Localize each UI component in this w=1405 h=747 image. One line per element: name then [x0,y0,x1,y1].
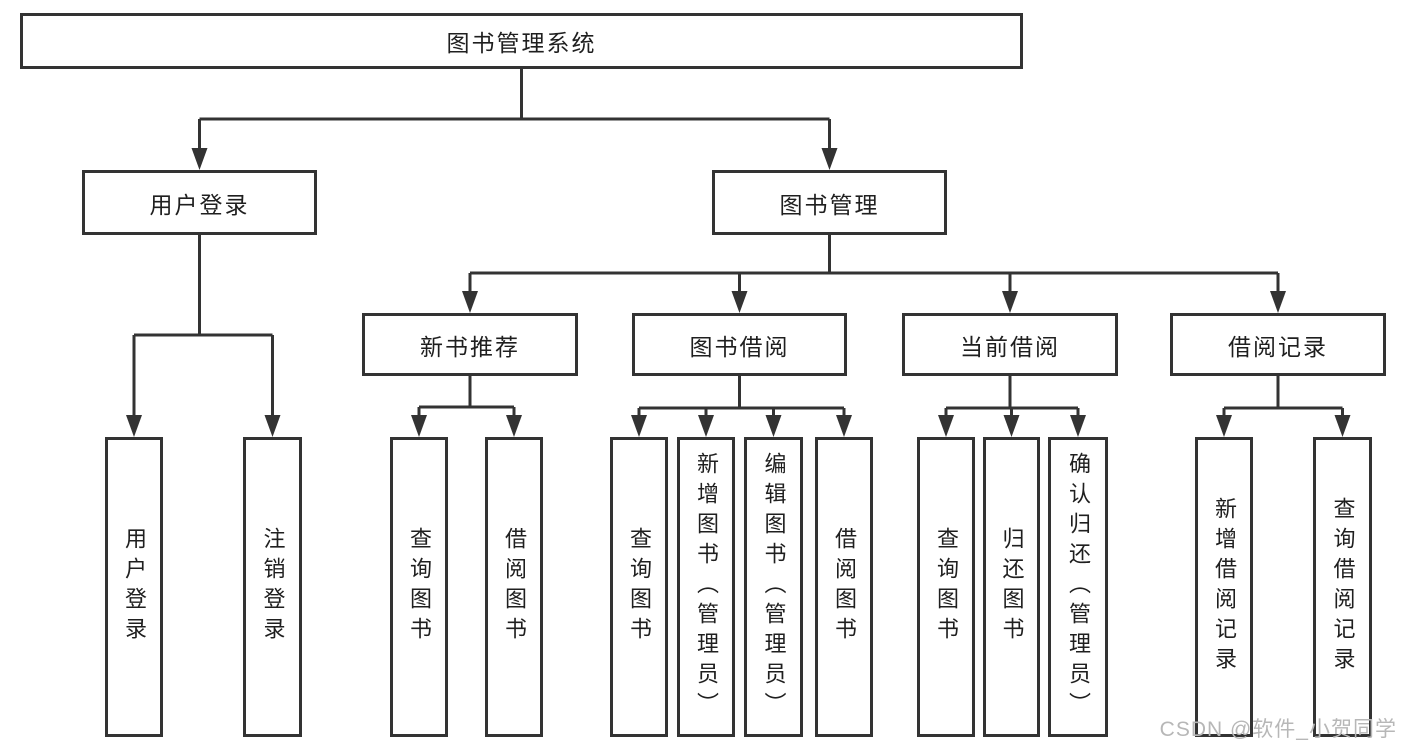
leaf-bb-query-books: 查询图书 [610,437,668,737]
leaf-bb-edit-books-admin: 编辑图书（管理员） [744,437,803,737]
leaf-bb-borrow-books: 借阅图书 [815,437,873,737]
node-book-management: 图书管理 [712,170,947,235]
node-user-login: 用户登录 [82,170,317,235]
leaf-br-query-borrow-record: 查询借阅记录 [1313,437,1372,737]
leaf-user-login: 用户登录 [105,437,163,737]
node-new-book-recommendation: 新书推荐 [362,313,578,376]
leaf-nbr-borrow-books: 借阅图书 [485,437,543,737]
csdn-watermark: CSDN @软件_小贺同学 [1159,718,1397,741]
leaf-br-add-borrow-record: 新增借阅记录 [1195,437,1253,737]
leaf-cb-return-books: 归还图书 [983,437,1040,737]
node-book-borrowing: 图书借阅 [632,313,847,376]
leaf-cb-confirm-return-admin: 确认归还（管理员） [1048,437,1108,737]
leaf-bb-add-books-admin: 新增图书（管理员） [677,437,735,737]
leaf-nbr-query-books: 查询图书 [390,437,448,737]
leaf-cb-query-books: 查询图书 [917,437,975,737]
node-current-borrowing: 当前借阅 [902,313,1118,376]
node-borrowing-records: 借阅记录 [1170,313,1386,376]
node-library-management-system: 图书管理系统 [20,13,1023,69]
leaf-logout: 注销登录 [243,437,302,737]
